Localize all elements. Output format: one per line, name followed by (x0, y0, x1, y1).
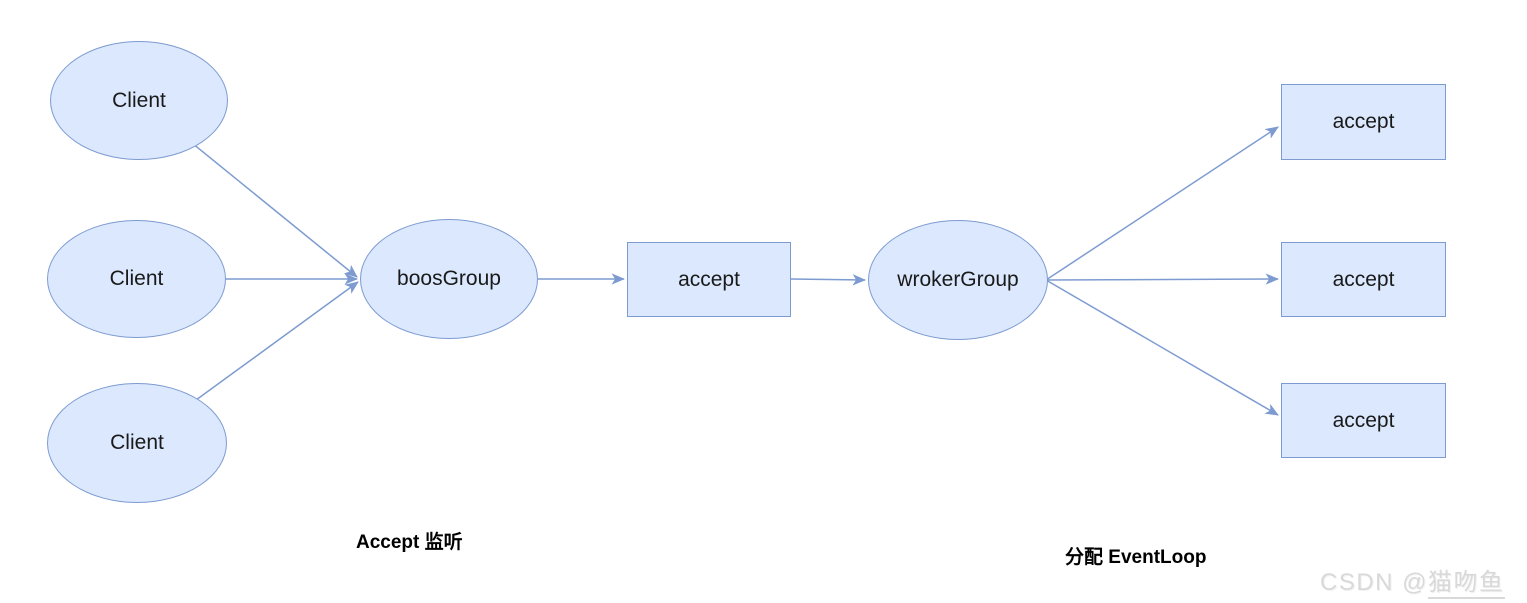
client-node-2: Client (47, 220, 226, 338)
accept-right-label-1: accept (1332, 110, 1395, 134)
csdn-watermark: CSDN @猫吻鱼 (1320, 562, 1505, 599)
client-node-3: Client (47, 383, 227, 503)
client-node-1-label: Client (112, 88, 166, 112)
caption-accept-listen: Accept 监听 (356, 532, 463, 553)
csdn-watermark-username: 猫吻鱼 (1428, 569, 1505, 599)
client-node-3-label: Client (110, 431, 164, 455)
arrow-workergroup-to-accept-middle (1045, 273, 1280, 285)
arrow-workergroup-to-accept-bottom (1045, 279, 1279, 416)
arrow-accept-to-workergroup (790, 274, 867, 286)
accept-right-label-2: accept (1332, 267, 1395, 291)
worker-group-node: wrokerGroup (868, 220, 1048, 340)
accept-middle-node: accept (627, 242, 791, 317)
accept-middle-label: accept (678, 267, 740, 291)
accept-right-label-3: accept (1332, 408, 1395, 432)
arrow-workergroup-to-accept-top (1045, 126, 1279, 281)
accept-right-node-2: accept (1281, 242, 1446, 317)
accept-right-node-3: accept (1281, 383, 1446, 458)
client-node-1: Client (50, 41, 228, 160)
accept-right-node-1: accept (1281, 84, 1446, 160)
csdn-watermark-prefix: CSDN @ (1320, 569, 1429, 596)
boss-group-label: boosGroup (397, 267, 501, 291)
client-node-2-label: Client (109, 267, 164, 291)
caption-assign-eventloop: 分配 EventLoop (1065, 547, 1207, 568)
boss-group-node: boosGroup (360, 219, 538, 339)
worker-group-label: wrokerGroup (897, 268, 1019, 292)
